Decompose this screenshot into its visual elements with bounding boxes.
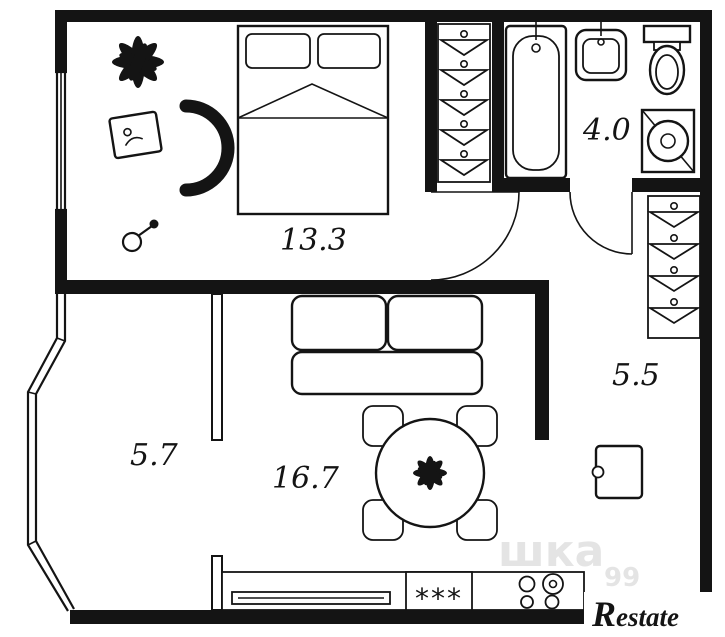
bedroom-door-arc — [430, 191, 520, 281]
living-furniture — [290, 294, 498, 541]
pillow — [317, 33, 381, 69]
logo-backdrop — [584, 592, 725, 637]
wall-hall-living — [535, 280, 549, 440]
room-area-hallway: 5.5 — [612, 358, 660, 393]
plant-icon — [112, 36, 164, 88]
wall-bedroom-east — [425, 22, 437, 192]
kitchen-counter-icon: *** — [221, 571, 585, 615]
bathtub-icon — [504, 22, 568, 180]
wall-bath-south-right — [632, 178, 712, 192]
hanger-icon — [437, 29, 491, 177]
light-fixture-icon — [121, 219, 159, 253]
wall-right — [700, 10, 712, 624]
sink-icon — [574, 22, 628, 82]
picture-frame-icon — [108, 110, 163, 160]
wall-bottom — [70, 610, 712, 624]
counter-unit-marks: *** — [415, 582, 463, 615]
bedroom-furniture — [108, 24, 390, 253]
window-bay-balcony — [26, 294, 75, 612]
wall-balcony-upper — [211, 293, 223, 441]
wall-bath-south-left — [492, 178, 570, 192]
bathroom-fixtures — [504, 22, 696, 180]
armchair-icon — [179, 99, 235, 197]
bathroom-door-arc — [569, 191, 633, 255]
wall-left-upper — [55, 10, 67, 72]
walls — [55, 10, 712, 624]
washing-machine-icon — [640, 108, 696, 174]
wall-bedroom-south — [55, 280, 549, 294]
room-area-balcony: 5.7 — [130, 438, 179, 473]
hanger-icon — [646, 202, 702, 325]
sofa-icon — [290, 294, 484, 396]
kitchen-appliance-icon — [591, 444, 644, 500]
wardrobe-hall — [646, 195, 702, 339]
windows — [26, 70, 75, 612]
table-plant-icon — [413, 456, 447, 490]
toilet-icon — [642, 24, 692, 96]
restate-logo: Restate — [591, 594, 679, 634]
wardrobe-top — [437, 23, 491, 183]
room-area-bathroom: 4.0 — [582, 113, 631, 148]
bed-icon — [236, 24, 390, 216]
room-area-living: 16.7 — [272, 461, 340, 496]
pillow — [245, 33, 311, 69]
watermark-partial-1: шка — [498, 526, 604, 577]
watermarks: шка 99 Restate — [498, 526, 725, 637]
wall-left-mid — [55, 210, 67, 294]
room-labels: 13.3 4.0 5.5 5.7 16.7 — [130, 113, 660, 496]
watermark-partial-2: 99 — [604, 563, 640, 593]
room-area-bedroom: 13.3 — [280, 223, 347, 258]
counter-unit — [405, 571, 473, 611]
wall-top — [55, 10, 712, 22]
doors — [430, 191, 633, 281]
stove-burners-icon — [518, 573, 564, 610]
dining-table-icon — [374, 417, 486, 529]
wall-balcony-lower — [211, 555, 223, 611]
wall-wardrobe-bath — [492, 22, 504, 180]
window-left — [55, 70, 67, 212]
kitchen: *** — [221, 444, 644, 615]
